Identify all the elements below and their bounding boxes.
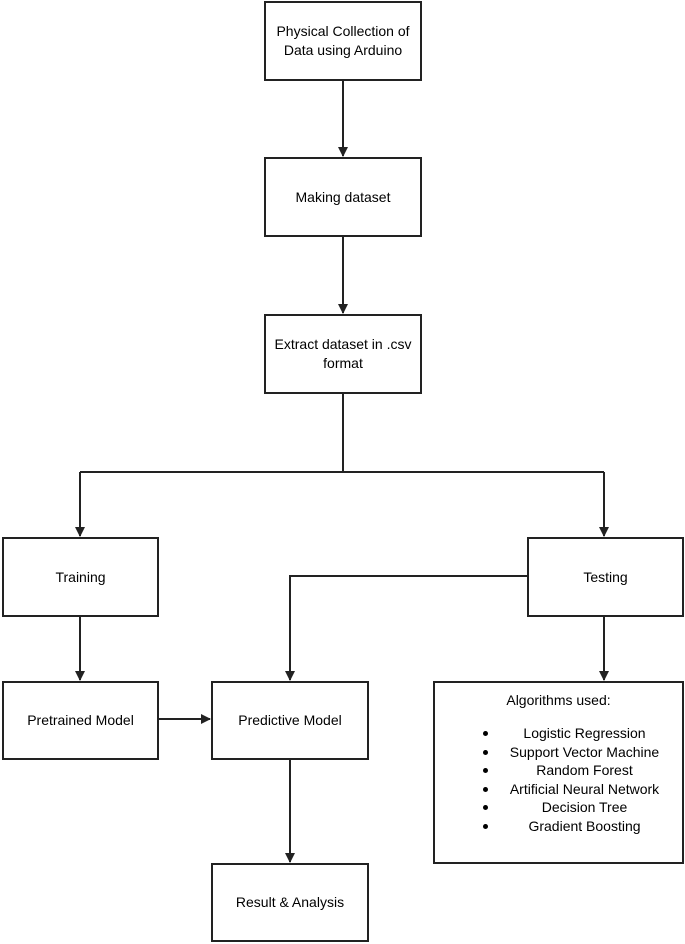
algorithm-item: Decision Tree	[435, 798, 682, 817]
node-testing: Testing	[527, 537, 684, 617]
bullet-icon	[483, 786, 488, 792]
bullet-icon	[483, 805, 488, 811]
node-extract-dataset: Extract dataset in .csv format	[264, 314, 422, 394]
node-extract-dataset-label: Extract dataset in .csv format	[274, 336, 412, 371]
bullet-icon	[483, 823, 488, 829]
bullet-icon	[483, 749, 488, 755]
node-pretrained-model-label: Pretrained Model	[27, 712, 134, 728]
algorithms-title: Algorithms used:	[506, 692, 611, 708]
node-training: Training	[2, 537, 159, 617]
node-physical-collection: Physical Collection of Data using Arduin…	[264, 1, 422, 81]
node-training-label: Training	[55, 568, 106, 585]
node-pretrained-model: Pretrained Model	[2, 681, 159, 760]
bullet-icon	[483, 768, 488, 774]
algorithm-item: Gradient Boosting	[435, 817, 682, 836]
arrow-testing-to-predictive	[285, 575, 528, 681]
algorithm-item: Logistic Regression	[435, 724, 682, 743]
node-making-dataset: Making dataset	[264, 157, 422, 237]
algorithm-item: Artificial Neural Network	[435, 780, 682, 799]
bullet-icon	[483, 731, 488, 736]
algorithms-list: Logistic Regression Support Vector Machi…	[435, 724, 682, 836]
node-physical-collection-label: Physical Collection of Data using Arduin…	[276, 23, 410, 58]
node-predictive-model-label: Predictive Model	[238, 712, 342, 728]
node-predictive-model: Predictive Model	[211, 681, 369, 760]
algorithm-item: Random Forest	[435, 761, 682, 780]
node-making-dataset-label: Making dataset	[295, 188, 391, 205]
node-result-analysis-label: Result & Analysis	[235, 894, 345, 910]
node-algorithms-used: Algorithms used: Logistic Regression Sup…	[433, 681, 684, 864]
algorithm-item: Support Vector Machine	[435, 743, 682, 762]
node-result-analysis: Result & Analysis	[211, 863, 369, 942]
node-testing-label: Testing	[583, 568, 628, 585]
